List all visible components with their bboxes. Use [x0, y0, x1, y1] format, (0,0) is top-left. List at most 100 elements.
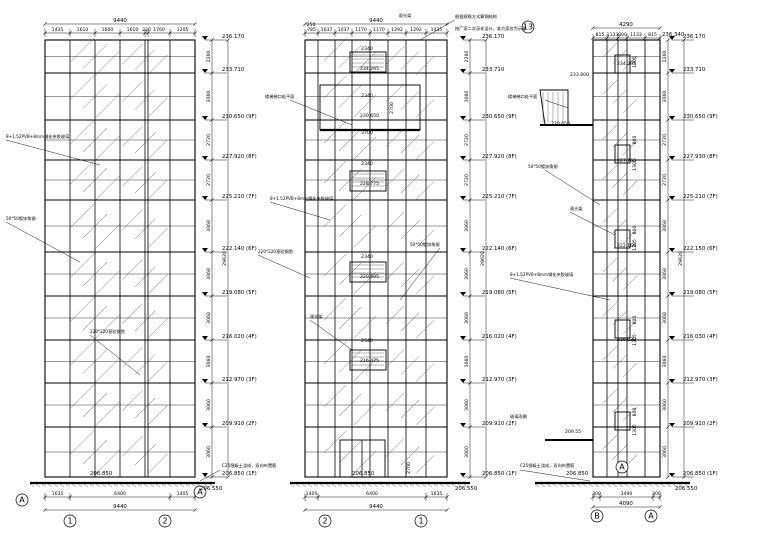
glass-hatch-stroke [415, 320, 435, 339]
glass-hatch-stroke [122, 303, 143, 324]
elev3-ground-hatch [612, 483, 618, 488]
elev2-level-label: 206.850 (1F) [482, 471, 517, 477]
glass-hatch-stroke [385, 305, 405, 324]
elev3-inner-elev: 234.295 [617, 61, 636, 67]
glass-hatch-stroke [147, 97, 168, 118]
elev1-ground-hatch [77, 483, 83, 488]
elev1-ground-hatch [179, 483, 185, 488]
elev1-level-label: 227.920 (8F) [222, 154, 257, 160]
elev3-top-hdim-value: 1133 [630, 32, 642, 38]
elev2-ground-hatch [457, 483, 463, 488]
elev2-opening-width: 2340 [361, 46, 373, 52]
elev3-axis-a-inner [615, 460, 629, 474]
elev3-note-slab: C25细级土浇成，双向布置筋 [520, 462, 574, 469]
elev1-ground-hatch [149, 483, 155, 488]
glass-hatch-stroke [602, 345, 618, 361]
elev1-note-slab: C25细级土浇成，双向布置筋 [222, 462, 276, 469]
elev1-top-hdim-value: 1760 [153, 27, 165, 33]
glass-hatch-stroke [400, 51, 420, 70]
elev1-ground-hatch [29, 483, 35, 488]
elev3-inner-dim: 1305 [632, 56, 638, 68]
elev1-ground-hatch [53, 483, 59, 488]
elev2-landing-box [349, 349, 387, 371]
elev2-dim-value: 3060 [464, 356, 470, 368]
glass-hatch-stroke [147, 318, 168, 339]
elev3-dim-value: 3060 [662, 312, 668, 324]
elev3-level-marker [669, 69, 675, 73]
elev2-ground-hatch [451, 483, 457, 488]
elev1-level-label: 225.210 (7F) [222, 194, 257, 200]
elev3-level-marker [669, 156, 675, 160]
glass-hatch-stroke [70, 340, 95, 366]
elev3-level-marker [669, 423, 675, 427]
glass-hatch-stroke [622, 275, 638, 290]
elev1-level-label: 212.970 (3F) [222, 377, 257, 383]
elev1-dim-value: 3060 [206, 268, 212, 280]
elev3-level-label: 216.030 (4F) [683, 334, 718, 340]
elev3-bottom-hdim-value: 300 [652, 491, 661, 497]
elev2-axis-2-label: 2 [322, 517, 327, 526]
elev1-dim-value: 3060 [206, 220, 212, 232]
glass-hatch-stroke [70, 74, 95, 100]
elev2-level-marker [460, 336, 466, 340]
elev2-dim-value: 3060 [464, 268, 470, 280]
glass-hatch-stroke [602, 124, 618, 140]
elev1-leader-slab [199, 469, 221, 482]
glass-hatch-stroke [95, 270, 120, 295]
glass-hatch-stroke [353, 176, 377, 200]
elev3-stair-box [614, 144, 631, 164]
elev1-ground-hatch [83, 483, 89, 488]
dim-tick [193, 508, 197, 512]
dim-tick [666, 475, 670, 479]
elev2-leader-struct [419, 19, 456, 41]
glass-hatch-stroke [95, 449, 120, 475]
glass-hatch [29, 37, 690, 488]
elev2-leader-tour [309, 319, 353, 351]
elev2-ground-hatch [367, 483, 373, 488]
dim-tick [468, 425, 472, 429]
elev1-bottom-total: 9440 [113, 504, 127, 510]
elev3-stair-box [614, 411, 631, 431]
glass-hatch-stroke [415, 363, 435, 382]
glass-hatch-stroke [122, 259, 143, 280]
elev3-ground-hatch [588, 483, 594, 488]
glass-hatch-stroke [122, 166, 143, 187]
elev2-top-total: 9440 [369, 18, 383, 24]
dim-tick [210, 118, 214, 122]
elev3-inner-elev: 233.600 [570, 72, 589, 78]
dim-tick [210, 158, 214, 162]
elev3-ground-hatch [648, 483, 654, 488]
elev1-dim-value: 3060 [206, 312, 212, 324]
dim-tick [193, 22, 197, 26]
elev2-level-marker [460, 423, 466, 427]
dim-tick [658, 26, 662, 30]
elev1-level-label: 230.650 (9F) [222, 114, 257, 120]
elev2-ground-hatch [379, 483, 385, 488]
elev2-opening-height: 2700 [389, 102, 395, 114]
elev2-dim-value: 2720 [464, 174, 470, 186]
elev3-dim-value: 3060 [662, 446, 668, 458]
elev2-level-marker [460, 292, 466, 296]
glass-hatch-stroke [353, 136, 377, 160]
elev3-axis-a [644, 509, 658, 523]
elev3-note-tour: 观光架 [570, 205, 583, 212]
dim-tick [666, 118, 670, 122]
elev1-ground-hatch [65, 483, 71, 488]
elev1-dim-value: 3060 [206, 399, 212, 411]
dim-tick [666, 338, 670, 342]
elev2-level-label: 233.710 [482, 67, 505, 73]
dim-tick [210, 294, 214, 298]
elev2-entrance-door [339, 439, 386, 478]
glass-hatch-stroke [122, 390, 143, 411]
elev1-dim-value: 2720 [206, 134, 212, 146]
glass-hatch-stroke [147, 361, 168, 383]
dim-tick [468, 294, 472, 298]
glass-hatch-stroke [134, 310, 156, 332]
glass-hatch-stroke [602, 258, 618, 273]
glass-hatch-stroke [400, 399, 420, 419]
glass-hatch-stroke [134, 132, 156, 154]
glass-hatch-stroke [323, 254, 347, 277]
elev1-level-marker [202, 473, 208, 477]
